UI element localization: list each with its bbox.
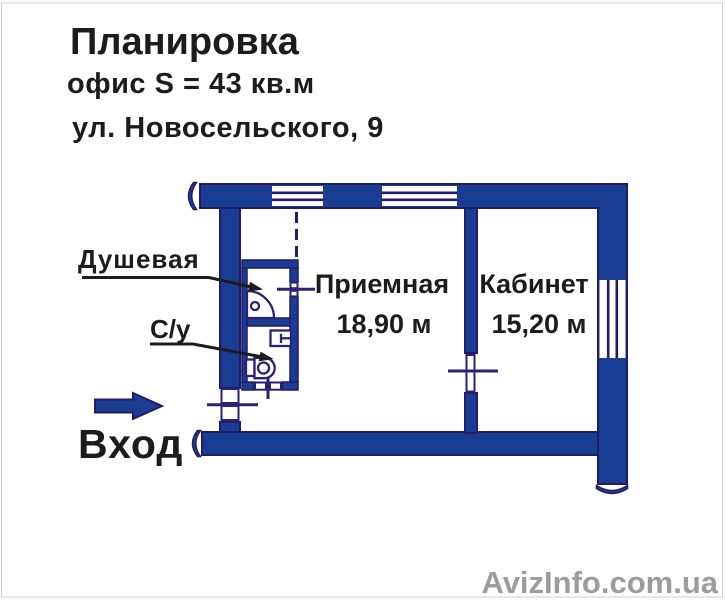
title-address-line: ул. Новосельского, 9 [72, 112, 384, 144]
sink-icon [269, 329, 293, 348]
wc-leader-line [150, 342, 274, 362]
office-room-area: 15,20 м [491, 309, 586, 339]
partition-upper [464, 207, 478, 354]
left-wall-upper [219, 207, 241, 389]
entrance-arrow-icon [94, 391, 165, 421]
watermark: AvizInfo.com.ua AvizInfo.com.ua [481, 565, 720, 600]
partition-lower [464, 392, 478, 434]
reception-room-area: 18,90 м [336, 309, 431, 339]
shower-label: Душевая [78, 244, 200, 274]
door-leaf [269, 381, 282, 391]
entrance-label: Вход [78, 421, 183, 467]
toilet-tank [244, 358, 256, 378]
door-leaf [220, 388, 240, 404]
wall-break-cap-bottom-left [191, 429, 202, 458]
room-partition-wall [448, 207, 498, 434]
door-leaf [254, 381, 267, 391]
block-bottom-wall-right [281, 381, 299, 391]
room-labels: Приемная 18,90 м Кабинет 15,20 м Душевая… [78, 244, 589, 467]
window-right [599, 280, 626, 358]
title-block: Планировка офис S = 43 кв.м ул. Новосель… [67, 21, 384, 144]
wall-break-cap-top-left [187, 181, 198, 211]
window-glass [272, 186, 323, 206]
wall-break-cap-bottom-right [595, 484, 629, 495]
window-glass [599, 280, 626, 358]
leader-arrowhead [258, 351, 274, 362]
shower-door [277, 281, 315, 298]
watermark-highlight: AvizInfo.com.ua [483, 567, 720, 600]
shower-tray-outline [245, 289, 276, 320]
door-leaf [220, 405, 240, 421]
title-area-line: офис S = 43 кв.м [67, 68, 315, 100]
page-title: Планировка [70, 21, 300, 63]
window-glass [382, 186, 457, 206]
leader-line [150, 342, 266, 359]
door-leaf [289, 289, 299, 298]
watermark-text: AvizInfo.com.ua [481, 565, 718, 600]
leader-line [82, 276, 255, 290]
window-top-1 [272, 186, 323, 206]
block-right-wall-upper [289, 267, 299, 283]
shower-tray-icon [245, 289, 276, 320]
block-top-wall [241, 259, 299, 269]
window-top-2 [382, 186, 457, 206]
entrance-door [207, 388, 258, 421]
door-leaf [289, 281, 299, 290]
windows [272, 186, 626, 358]
block-bottom-wall-left [241, 381, 255, 391]
leader-arrowhead [247, 281, 263, 292]
office-room-label: Кабинет [479, 269, 588, 299]
wc-label: С/у [150, 314, 191, 344]
shower-drain [249, 300, 261, 312]
interior-door-leaf [465, 354, 476, 393]
shower-wc-block [241, 259, 315, 399]
top-right-wall [199, 183, 628, 485]
block-divider-wall [246, 317, 291, 327]
shower-leader-line [82, 276, 263, 292]
bottom-wall [201, 431, 599, 456]
toilet-bowl-center [256, 361, 271, 375]
reception-room-label: Приемная [315, 269, 449, 299]
